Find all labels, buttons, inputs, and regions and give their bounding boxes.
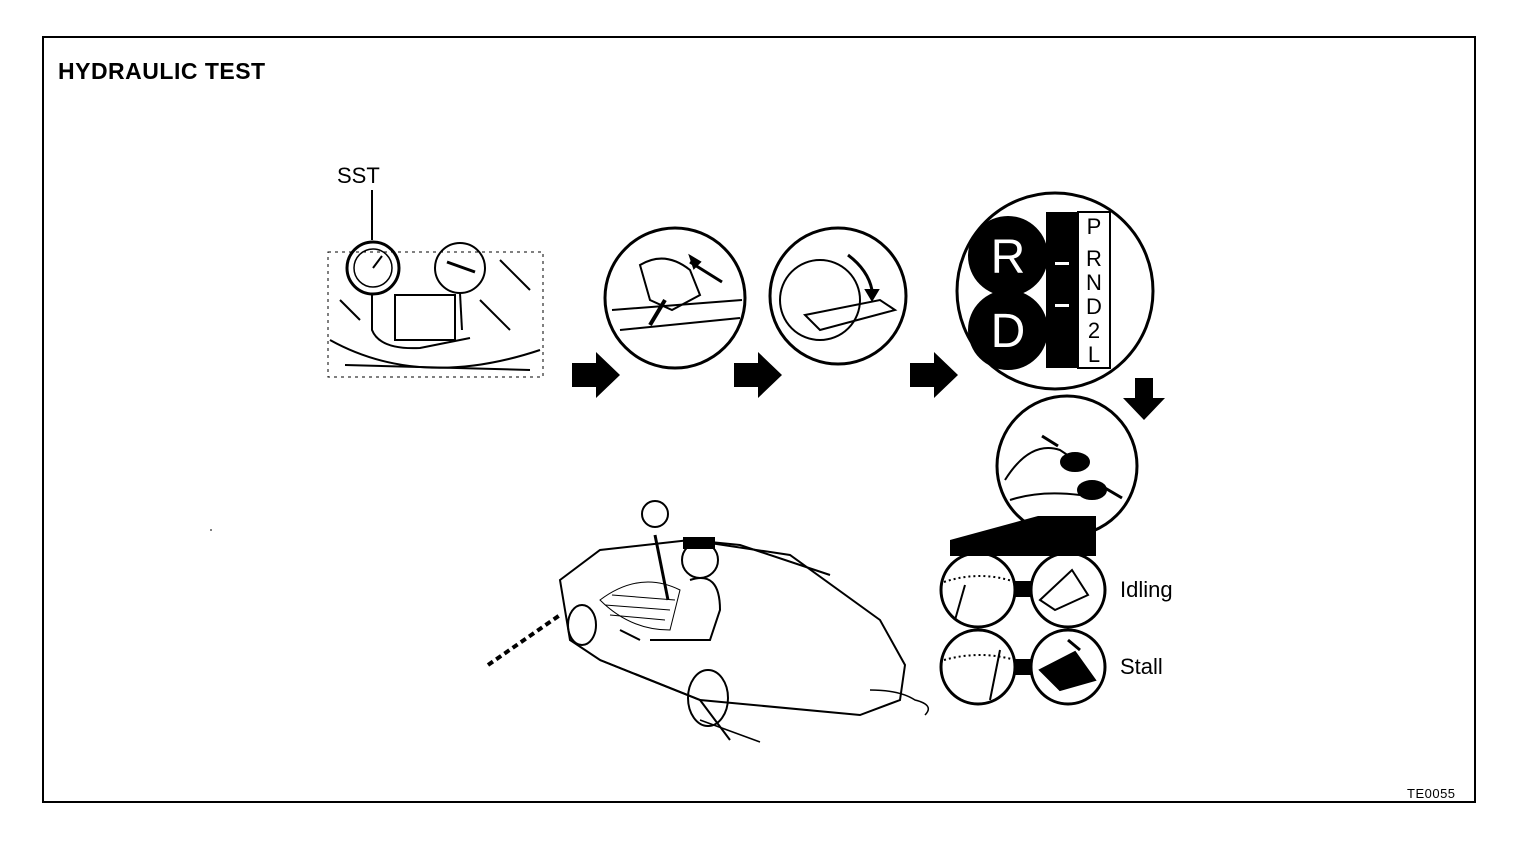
detail-bracket xyxy=(950,516,1096,556)
car-mechanic-illustration xyxy=(486,500,930,743)
gate-position-d: D xyxy=(1086,294,1102,319)
transmission-gauge-illustration xyxy=(327,190,544,378)
shift-letter-r: R xyxy=(991,231,1026,284)
arrow-right-icon xyxy=(572,352,620,398)
figure-code: TE0055 xyxy=(1407,786,1456,801)
gate-position-n: N xyxy=(1086,270,1102,295)
gate-position-2: 2 xyxy=(1088,318,1100,343)
gate-position-l: L xyxy=(1088,342,1100,367)
shift-letter-d: D xyxy=(991,305,1026,358)
idling-label: Idling xyxy=(1120,577,1173,602)
arrow-down-icon xyxy=(1123,378,1165,420)
page-title: HYDRAULIC TEST xyxy=(58,58,266,84)
parking-brake-illustration xyxy=(603,226,747,370)
gate-position-r: R xyxy=(1086,246,1102,271)
ignition-key-illustration xyxy=(768,226,908,366)
stall-detail xyxy=(939,628,1107,706)
stall-label: Stall xyxy=(1120,654,1163,679)
arrow-right-icon xyxy=(910,352,958,398)
arrow-right-icon xyxy=(734,352,782,398)
figure-frame xyxy=(42,36,1476,803)
gate-position-p: P xyxy=(1087,214,1102,239)
idling-detail xyxy=(939,551,1107,629)
sst-label: SST xyxy=(337,163,380,188)
pedals-illustration xyxy=(995,394,1139,538)
